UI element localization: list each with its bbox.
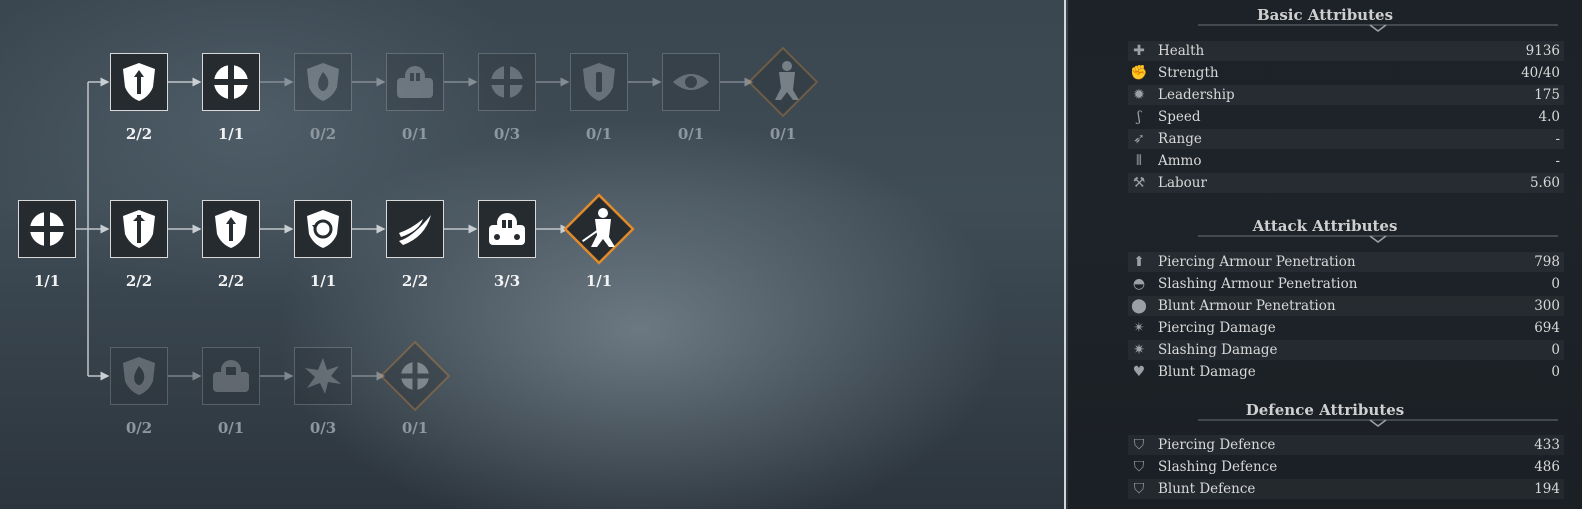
- piercing-defence-icon: ⛉: [1133, 437, 1145, 453]
- shield-swirl-icon: [307, 210, 339, 248]
- ammo-icon: ⫴: [1136, 153, 1142, 169]
- attr-row-slashing-defence: ⛉ Slashing Defence 486: [1128, 457, 1564, 477]
- skill-node-bottom-3[interactable]: [294, 347, 352, 405]
- panel-divider: [1064, 0, 1066, 509]
- attr-row-labour: ⚒ Labour 5.60: [1128, 173, 1564, 193]
- skill-node-top-4[interactable]: [386, 53, 444, 111]
- attr-row-leadership: ✹ Leadership 175: [1128, 85, 1564, 105]
- skill-node-top-5[interactable]: [478, 53, 536, 111]
- defence-attributes-title: Defence Attributes: [1245, 401, 1405, 419]
- armoured-knight-icon: [397, 66, 433, 98]
- slash-arc-icon: [399, 215, 431, 245]
- skill-count-mid-2: 2/2: [217, 272, 245, 290]
- blunt-defence-icon: ⛉: [1133, 481, 1145, 497]
- skill-node-top-1[interactable]: [110, 53, 168, 111]
- skill-tree-connectors: [76, 77, 754, 381]
- attr-row-piercing-defence: ⛉ Piercing Defence 433: [1128, 435, 1564, 455]
- attr-row-speed: ʃ Speed 4.0: [1128, 107, 1564, 127]
- skill-node-top-2[interactable]: [202, 53, 260, 111]
- shield-flame-icon: [123, 357, 155, 395]
- skill-count-top-3: 0/2: [309, 125, 337, 143]
- skill-tree: 1/1 2/2 1/1 0/2 0/1: [18, 42, 823, 437]
- attack-attributes-title: Attack Attributes: [1252, 217, 1398, 235]
- piercing-damage-icon: ✴: [1133, 320, 1145, 336]
- skill-count-mid-6: 1/1: [585, 272, 613, 290]
- attr-row-blunt-armour-penetration: ⬤ Blunt Armour Penetration 300: [1128, 296, 1564, 316]
- skill-count-top-7: 0/1: [677, 125, 705, 143]
- shield-up-arrow-icon: [123, 63, 155, 101]
- skill-count-mid-4: 2/2: [401, 272, 429, 290]
- skill-node-mid-5[interactable]: [478, 200, 536, 258]
- skill-count-bottom-1: 0/2: [125, 419, 153, 437]
- skill-node-mid-2[interactable]: [202, 200, 260, 258]
- labour-icon: ⚒: [1132, 175, 1146, 191]
- attr-row-health: ✚ Health 9136: [1128, 41, 1564, 61]
- leadership-icon: ✹: [1133, 87, 1145, 103]
- medic-cross-icon: [28, 210, 66, 248]
- warrior-diamond-icon: [775, 61, 799, 100]
- skill-node-top-7[interactable]: [662, 53, 720, 111]
- skill-count-root: 1/1: [33, 272, 61, 290]
- skill-node-top-6[interactable]: [570, 53, 628, 111]
- range-icon: ➶: [1133, 131, 1145, 147]
- attr-row-piercing-armour-penetration: ⬆ Piercing Armour Penetration 798: [1128, 252, 1564, 272]
- skill-count-mid-3: 1/1: [309, 272, 337, 290]
- attr-row-blunt-defence: ⛉ Blunt Defence 194: [1128, 479, 1564, 499]
- section-ornament: [1198, 419, 1558, 427]
- strength-icon: ✊: [1130, 65, 1148, 81]
- health-icon: ✚: [1133, 43, 1145, 59]
- warrior-diamond-icon: [582, 208, 615, 247]
- piercing-penetration-icon: ⬆: [1133, 254, 1145, 270]
- skill-count-top-4: 0/1: [401, 125, 429, 143]
- slashing-penetration-icon: ◓: [1132, 276, 1146, 292]
- attr-row-piercing-damage: ✴ Piercing Damage 694: [1128, 318, 1564, 338]
- skill-node-mid-6[interactable]: [559, 189, 639, 269]
- slashing-damage-icon: ✷: [1133, 342, 1145, 358]
- slashing-defence-icon: ⛉: [1133, 459, 1145, 475]
- skill-count-top-6: 0/1: [585, 125, 613, 143]
- skill-node-mid-4[interactable]: [386, 200, 444, 258]
- skill-node-bottom-4[interactable]: [375, 336, 455, 416]
- shield-bottle-icon: [583, 63, 615, 101]
- blunt-penetration-icon: ⬤: [1131, 298, 1147, 314]
- attr-row-ammo: ⫴ Ammo -: [1128, 151, 1564, 171]
- armoured-knight-icon: [213, 360, 249, 392]
- skill-count-top-5: 0/3: [493, 125, 521, 143]
- skill-count-top-1: 2/2: [125, 125, 153, 143]
- attr-row-blunt-damage: ♥ Blunt Damage 0: [1128, 362, 1564, 382]
- skill-count-mid-5: 3/3: [493, 272, 521, 290]
- armoured-knight-icon: [489, 213, 525, 245]
- medic-cross-icon: [212, 63, 250, 101]
- shield-flame-icon: [307, 63, 339, 101]
- blunt-damage-icon: ♥: [1132, 364, 1146, 380]
- skill-node-bottom-2[interactable]: [202, 347, 260, 405]
- skill-node-bottom-1[interactable]: [110, 347, 168, 405]
- speed-icon: ʃ: [1137, 109, 1141, 125]
- shield-spear-icon: [123, 210, 155, 248]
- skill-count-mid-1: 2/2: [125, 272, 153, 290]
- attributes-panel: Basic Attributes ✚ Health 9136 ✊ Strengt…: [1068, 0, 1582, 509]
- attr-row-strength: ✊ Strength 40/40: [1128, 63, 1564, 83]
- attr-row-slashing-damage: ✷ Slashing Damage 0: [1128, 340, 1564, 360]
- skill-count-top-2: 1/1: [217, 125, 245, 143]
- skill-node-top-8[interactable]: [743, 42, 823, 122]
- shield-up-arrow-icon: [215, 210, 247, 248]
- burst-icon: [305, 358, 341, 394]
- eye-swirl-icon: [673, 74, 709, 90]
- section-ornament: [1198, 24, 1558, 32]
- skill-node-mid-1[interactable]: [110, 200, 168, 258]
- medic-diamond-icon: [399, 360, 431, 392]
- skill-count-bottom-2: 0/1: [217, 419, 245, 437]
- attr-row-range: ➶ Range -: [1128, 129, 1564, 149]
- skill-node-top-3[interactable]: [294, 53, 352, 111]
- skill-node-root[interactable]: [18, 200, 76, 258]
- cross-badge-icon: [491, 66, 523, 98]
- basic-attributes-title: Basic Attributes: [1256, 6, 1394, 24]
- skill-count-top-8: 0/1: [769, 125, 797, 143]
- skill-count-bottom-3: 0/3: [309, 419, 337, 437]
- attr-row-slashing-armour-penetration: ◓ Slashing Armour Penetration 0: [1128, 274, 1564, 294]
- skill-node-mid-3[interactable]: [294, 200, 352, 258]
- section-ornament: [1198, 235, 1558, 243]
- skill-count-bottom-4: 0/1: [401, 419, 429, 437]
